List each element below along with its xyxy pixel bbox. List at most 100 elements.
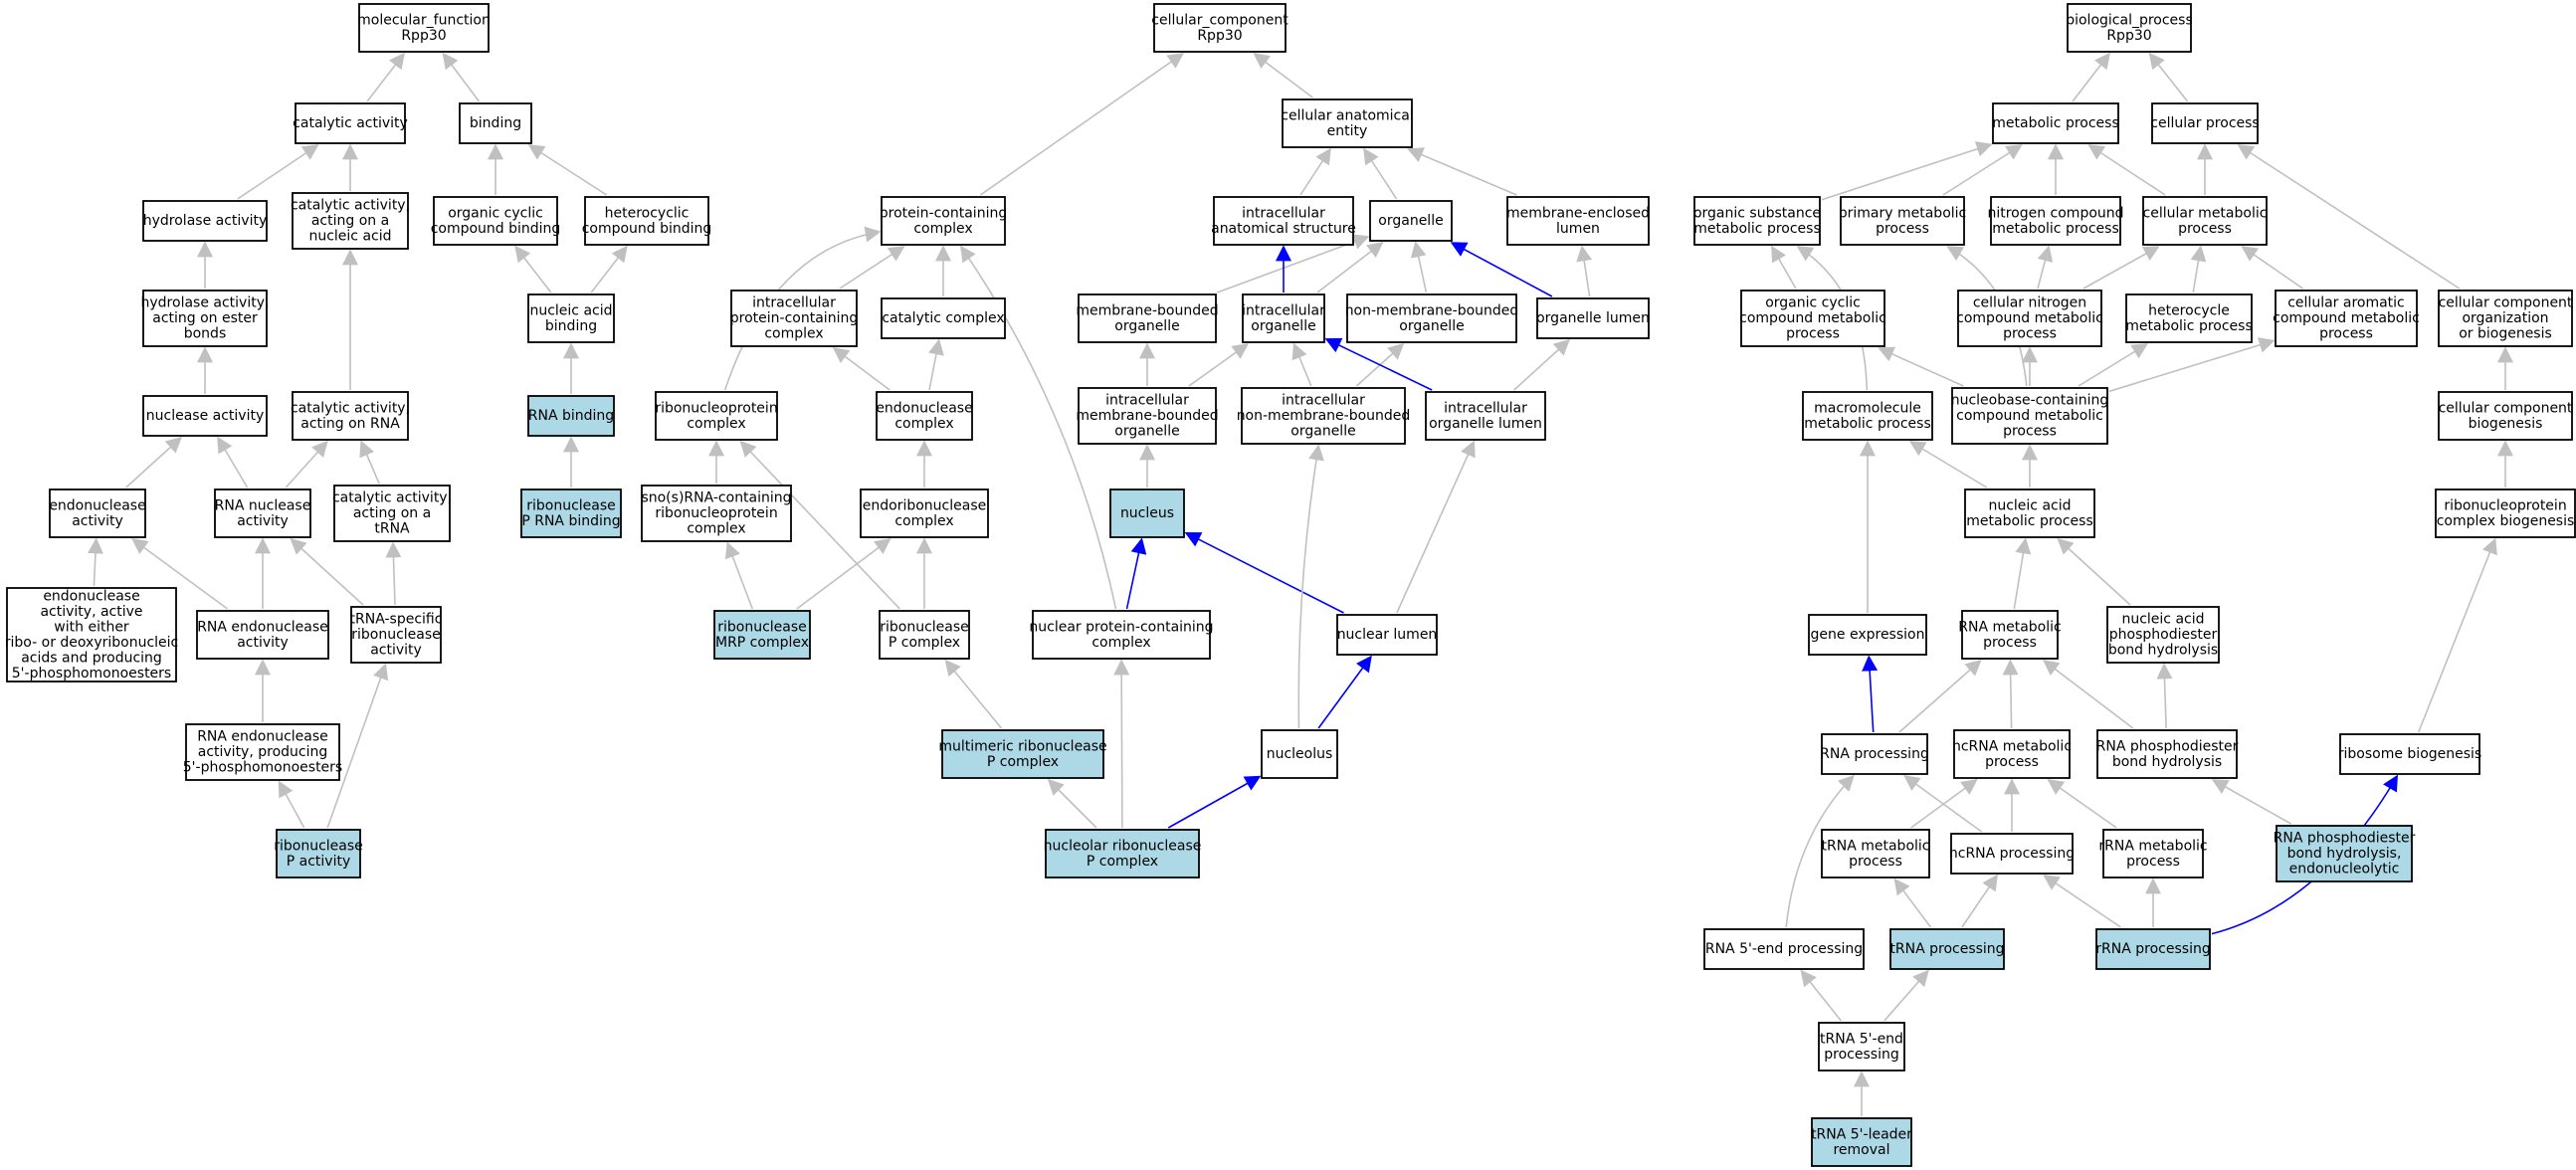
node-rnab[interactable]: RNA binding	[527, 395, 615, 437]
node-trnap[interactable]: tRNA processing	[1889, 928, 2005, 970]
node-catc[interactable]: catalytic complex	[881, 297, 1006, 339]
node-ha[interactable]: hydrolase activity	[142, 200, 268, 242]
edge-ol-to-org	[1450, 242, 1553, 297]
node-rb[interactable]: ribosome biogenesis	[2338, 733, 2481, 775]
node-ncrnap[interactable]: ncRNA processing	[1949, 833, 2075, 875]
node-rrnap[interactable]: rRNA processing	[2095, 928, 2211, 970]
node-box	[1425, 391, 1546, 441]
node-label-line: P complex	[987, 754, 1059, 770]
node-bind[interactable]: binding	[459, 102, 532, 144]
node-ca[interactable]: catalytic activity	[293, 102, 408, 144]
node-label-line: acting on a	[311, 213, 389, 229]
node-box	[879, 610, 970, 660]
node-org[interactable]: organelle	[1369, 200, 1453, 242]
node-label-line: hydrolase activity,	[141, 295, 270, 311]
edge-nl-to-nuc	[1184, 531, 1344, 614]
node-label-line: tRNA	[374, 521, 410, 537]
node-nl[interactable]: nuclear lumen	[1336, 614, 1438, 656]
node-ol[interactable]: organelle lumen	[1536, 297, 1650, 339]
node-box	[2275, 290, 2418, 347]
node-rna5p[interactable]: RNA 5'-end processing	[1703, 928, 1865, 970]
edge-cmp-to-mp	[2087, 144, 2166, 196]
node-label-line: metabolic process	[1693, 221, 1821, 237]
node-label-line: biogenesis	[2469, 416, 2543, 432]
node-rnap[interactable]: RNA processing	[1820, 733, 1929, 775]
node-box	[1078, 293, 1217, 343]
node-cp[interactable]: cellular process	[2150, 102, 2260, 144]
edge-ias-to-cae	[1299, 147, 1331, 196]
node-sno[interactable]: sno(s)RNA-containingribonucleoproteincom…	[641, 485, 792, 542]
node-label-line: ribonucleoprotein	[655, 400, 777, 416]
node-nuc[interactable]: nucleus	[1109, 488, 1185, 538]
node-label-line: acting on a	[353, 505, 431, 521]
edge-imbo-to-io	[1188, 343, 1250, 387]
node-inmbo[interactable]: intracellularnon-membrane-boundedorganel…	[1237, 387, 1411, 445]
node-na[interactable]: nuclease activity	[142, 395, 268, 437]
node-label-line: MRP complex	[715, 635, 809, 651]
node-ge[interactable]: gene expression	[1808, 614, 1927, 656]
node-carna[interactable]: catalytic activity,acting on RNA	[291, 391, 410, 441]
node-mp[interactable]: metabolic process	[1992, 102, 2119, 144]
edge-enaeither-to-ena	[88, 537, 103, 587]
node-nucl[interactable]: nucleolus	[1261, 729, 1338, 779]
